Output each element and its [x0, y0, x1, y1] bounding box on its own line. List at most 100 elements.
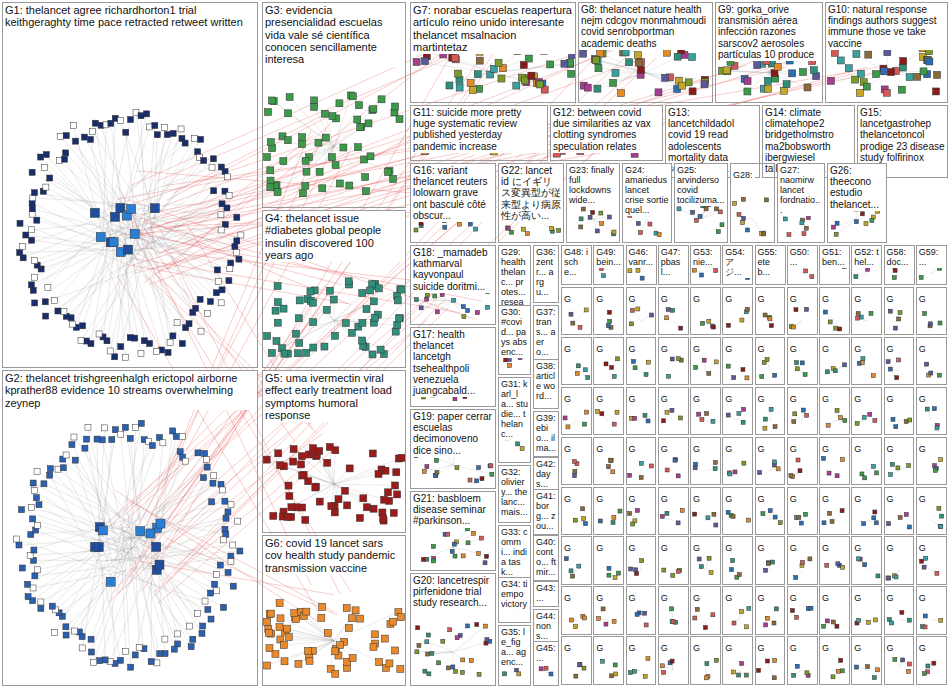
vertex [346, 182, 353, 189]
vertex [544, 666, 548, 670]
vertex [483, 624, 487, 628]
vertex [177, 449, 183, 455]
vertex [746, 307, 750, 311]
vertex [724, 68, 731, 75]
vertex [893, 326, 897, 330]
vertex [343, 604, 350, 611]
network-edge [453, 465, 492, 474]
network-edge [152, 554, 198, 614]
vertex [461, 554, 465, 558]
network-edge [103, 143, 185, 213]
vertex [173, 434, 179, 440]
vertex [312, 484, 319, 491]
vertex [622, 49, 629, 56]
vertex [900, 58, 907, 65]
vertex [716, 230, 720, 234]
network-edge [99, 518, 211, 619]
vertex [273, 337, 280, 344]
vertex [199, 630, 205, 636]
vertex [292, 330, 299, 337]
network-edge [302, 456, 334, 484]
vertex [109, 238, 118, 247]
vertex [179, 341, 185, 347]
vertex [612, 230, 616, 234]
vertex [225, 509, 231, 515]
network-edge [646, 57, 678, 73]
vertex [377, 346, 384, 353]
vertex [425, 297, 429, 301]
vertex [375, 285, 382, 292]
vertex [274, 299, 281, 306]
vertex [63, 150, 69, 156]
network-edge [62, 542, 138, 617]
network-edge [144, 224, 222, 290]
vertex [355, 144, 362, 151]
vertex [234, 238, 240, 244]
vertex [341, 487, 348, 494]
vertex [157, 651, 163, 657]
vertex [868, 412, 872, 416]
vertex [345, 624, 352, 631]
vertex [888, 69, 895, 76]
vertex [525, 232, 529, 236]
vertex [381, 496, 388, 503]
vertex [649, 464, 653, 468]
vertex [479, 536, 483, 540]
vertex [657, 233, 661, 237]
vertex [150, 204, 159, 213]
network-edge [111, 167, 212, 206]
vertex [865, 51, 872, 58]
vertex [440, 293, 444, 297]
vertex [221, 604, 227, 610]
vertex [810, 67, 817, 74]
vertex [549, 672, 553, 676]
vertex [573, 469, 577, 473]
vertex [732, 376, 736, 380]
network-edge [436, 465, 453, 475]
vertex [154, 132, 160, 138]
network-edge [130, 191, 225, 258]
vertex [307, 288, 314, 295]
network-edge [145, 461, 186, 537]
network-edge [91, 139, 114, 251]
network-edge [110, 235, 136, 351]
vertex [202, 598, 208, 604]
vertex [71, 434, 77, 440]
network-edge [155, 161, 204, 219]
vertex [435, 458, 439, 462]
vertex [394, 322, 401, 329]
vertex [91, 542, 100, 551]
vertex [854, 275, 858, 279]
vertex [468, 478, 472, 482]
vertex [416, 626, 420, 630]
vertex [644, 373, 648, 377]
vertex [36, 502, 42, 508]
vertex [232, 244, 238, 250]
vertex [198, 328, 204, 334]
vertex [626, 59, 633, 66]
network-edge [178, 307, 449, 565]
vertex [435, 470, 439, 474]
vertex [170, 333, 176, 339]
network-edge [75, 555, 130, 631]
network-edge [132, 540, 223, 569]
network-edge [280, 618, 334, 640]
vertex [285, 110, 292, 117]
vertex [220, 537, 226, 543]
vertex [47, 472, 53, 478]
vertex [640, 276, 644, 280]
network-edge [33, 560, 136, 561]
vertex [195, 149, 201, 155]
vertex [45, 284, 51, 290]
network-edge [135, 67, 867, 273]
vertex [371, 314, 378, 321]
vertex [938, 321, 942, 325]
vertex [733, 470, 737, 474]
vertex [369, 107, 376, 114]
vertex [375, 471, 382, 478]
vertex [677, 207, 681, 211]
network-edge [132, 532, 165, 639]
vertex [742, 407, 746, 411]
vertex [514, 668, 518, 672]
network-edge [81, 255, 136, 340]
